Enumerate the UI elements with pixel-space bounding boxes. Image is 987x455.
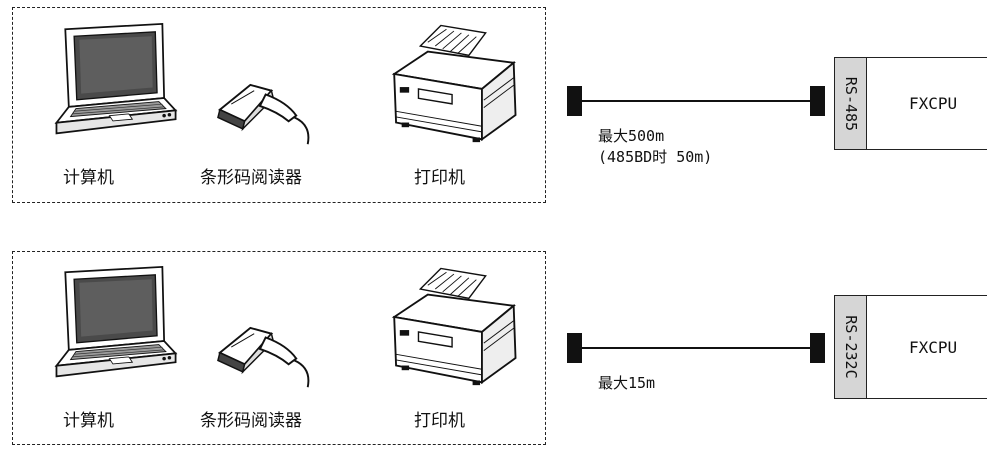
printer-icon <box>378 18 528 158</box>
barcode-reader-icon <box>212 62 327 148</box>
cable-connector-right <box>810 333 825 363</box>
configuration-rs232c: 计算机 条形码阅读器 打印机 最大15m RS-232C FXCPU <box>0 245 987 455</box>
cable-connector-right <box>810 86 825 116</box>
cpu-label: FXCPU <box>909 338 958 357</box>
device-label-barcode-reader: 条形码阅读器 <box>200 411 302 431</box>
cpu-label: FXCPU <box>909 94 958 113</box>
barcode-reader-icon <box>212 305 327 391</box>
fxcpu-unit: FXCPU <box>866 295 987 399</box>
port-label: RS-485 <box>842 76 860 131</box>
device-label-printer: 打印机 <box>414 168 465 188</box>
cable-connector-left <box>567 86 582 116</box>
printer-icon <box>378 261 528 401</box>
device-group-box <box>12 7 546 203</box>
configuration-rs485: 计算机 条形码阅读器 打印机 最大500m (485BD时 50m) RS-48… <box>0 0 987 210</box>
cable-connector-left <box>567 333 582 363</box>
cable-line <box>582 347 812 349</box>
max-distance-line1: 最大500m <box>598 127 665 145</box>
device-label-printer: 打印机 <box>414 411 465 431</box>
laptop-icon <box>30 265 180 380</box>
device-label-computer: 计算机 <box>63 411 114 431</box>
max-distance-line2: (485BD时 50m) <box>598 148 713 166</box>
rs485-port: RS-485 <box>834 57 868 150</box>
port-label: RS-232C <box>842 315 860 379</box>
fxcpu-unit: FXCPU <box>866 57 987 150</box>
max-distance-line1: 最大15m <box>598 374 656 392</box>
max-distance-label: 最大15m <box>598 373 655 394</box>
laptop-icon <box>30 22 180 137</box>
max-distance-label: 最大500m (485BD时 50m) <box>598 126 712 168</box>
device-label-computer: 计算机 <box>63 168 114 188</box>
cable-line <box>582 100 812 102</box>
device-label-barcode-reader: 条形码阅读器 <box>200 168 302 188</box>
rs232c-port: RS-232C <box>834 295 868 399</box>
